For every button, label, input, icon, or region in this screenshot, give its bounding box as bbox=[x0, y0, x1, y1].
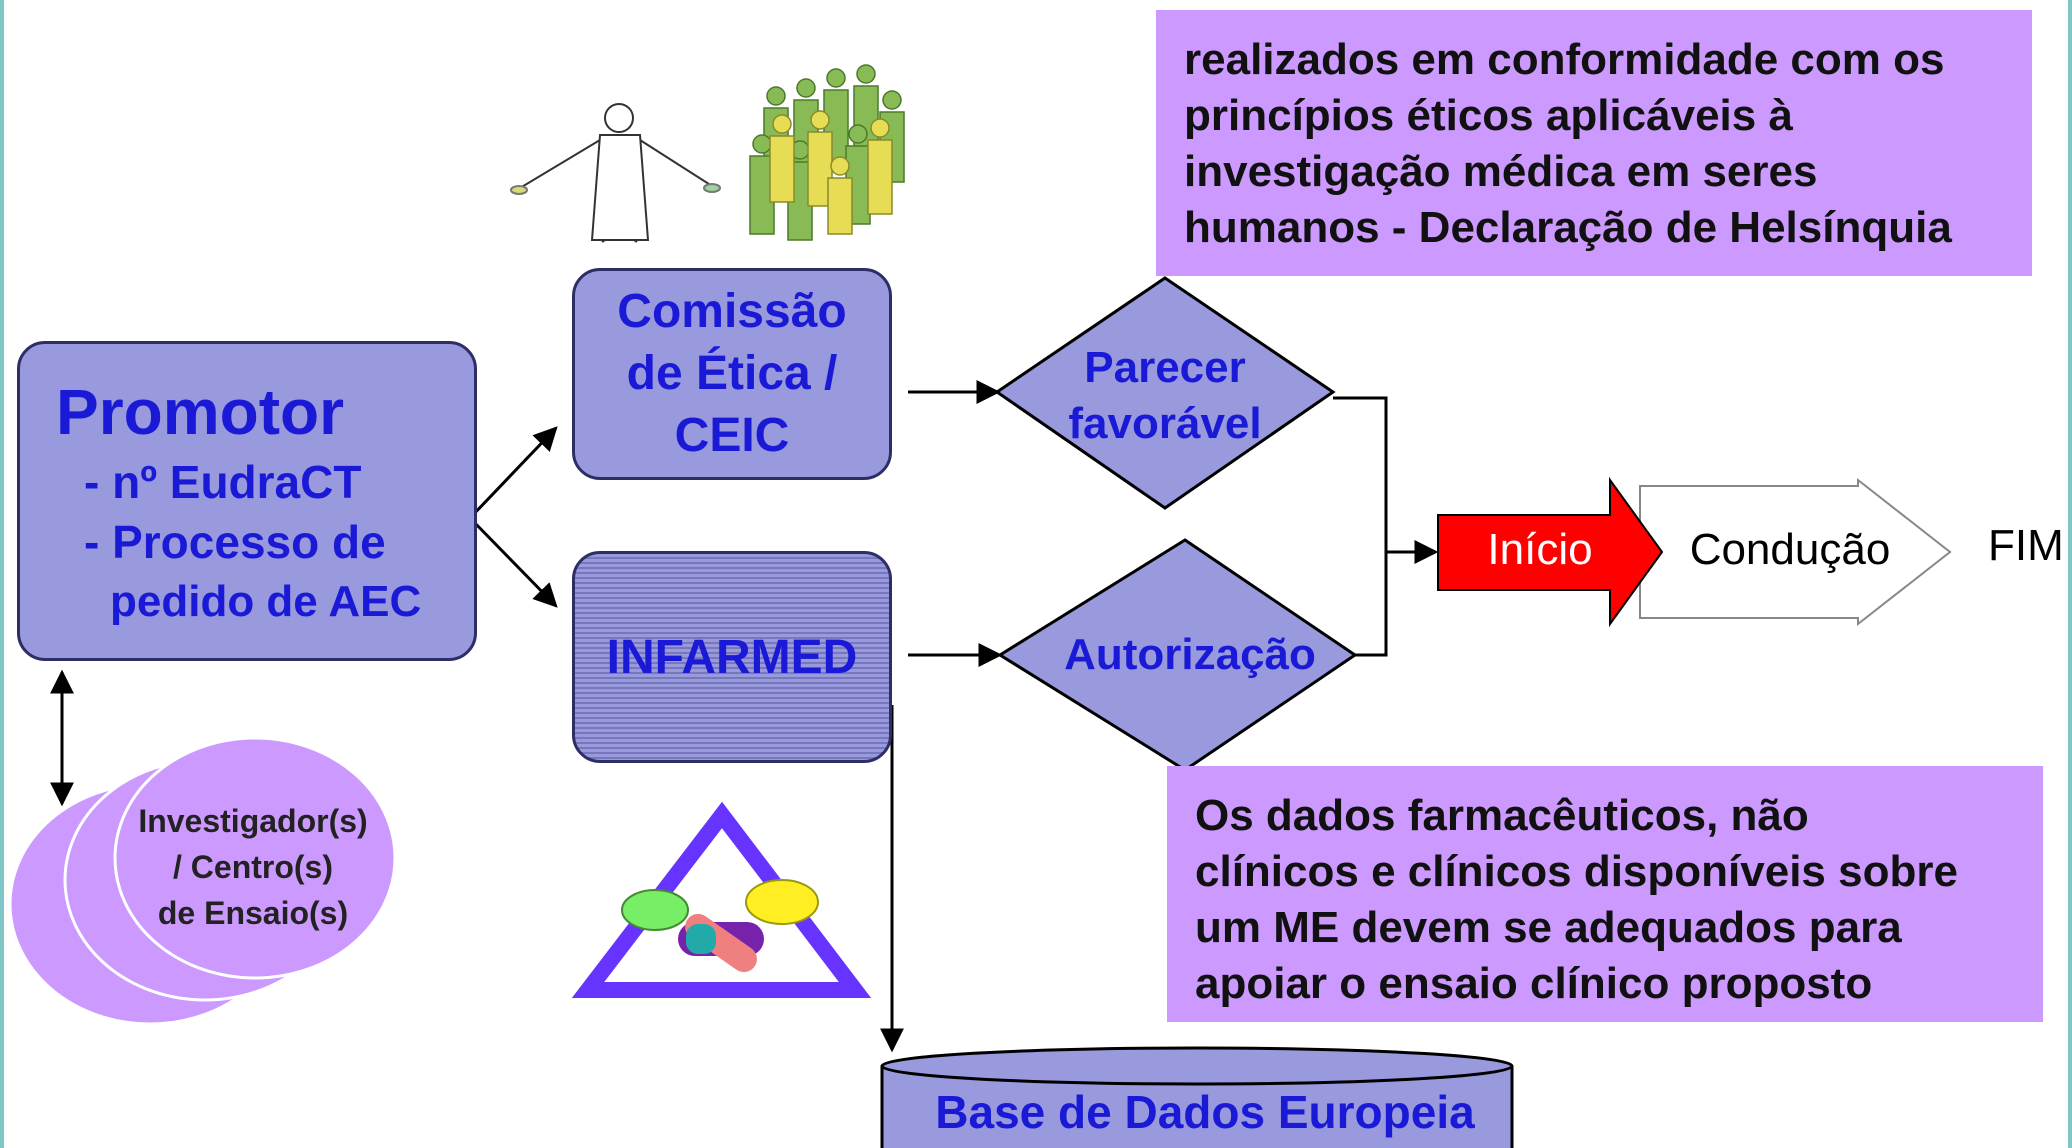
promotor-processo-line: - Processo de bbox=[84, 516, 386, 568]
parecer-line-1: Parecer bbox=[1084, 343, 1246, 392]
helsinki-callout: realizados em conformidade com os princí… bbox=[1156, 10, 2032, 276]
comissao-line-1: Comissão bbox=[617, 285, 847, 338]
crowd-illustration bbox=[749, 64, 905, 241]
database-cylinder bbox=[880, 1046, 1514, 1148]
autorizacao-to-merge bbox=[1355, 552, 1388, 657]
infarmed-label: INFARMED bbox=[606, 630, 858, 684]
callout-bottom-line-4: apoiar o ensaio clínico proposto bbox=[1195, 959, 1873, 1008]
comissao-line-3: CEIC bbox=[674, 409, 790, 462]
investigador-line-3: de Ensaio(s) bbox=[157, 895, 349, 931]
investigador-line-2: / Centro(s) bbox=[173, 849, 333, 885]
comissao-line-2: de Ética / bbox=[626, 347, 838, 400]
callout-top-line-3: investigação médica em seres bbox=[1184, 147, 1818, 196]
parecer-to-merge bbox=[1333, 396, 1388, 552]
autorizacao-label: Autorização bbox=[1064, 630, 1316, 679]
callout-bottom-line-3: um ME devem se adequados para bbox=[1195, 903, 1902, 952]
promotor-eudract-line: - nº EudraCT bbox=[84, 456, 362, 508]
arrow-to-comissao bbox=[468, 426, 558, 520]
fim-label: FIM bbox=[1988, 521, 2064, 570]
arrow-to-infarmed bbox=[468, 516, 558, 608]
callout-top-line-1: realizados em conformidade com os bbox=[1184, 35, 1945, 84]
parecer-label: Parecer favorável bbox=[1040, 340, 1290, 452]
right-edge-stripe bbox=[2068, 0, 2072, 1148]
database-label: Base de Dados Europeia bbox=[935, 1086, 1475, 1138]
comissao-etica-box: Comissão de Ética / CEIC bbox=[572, 268, 892, 480]
callout-bottom-line-1: Os dados farmacêuticos, não bbox=[1195, 791, 1809, 840]
conducao-arrow bbox=[1639, 477, 1952, 627]
promotor-pedido-line: pedido de AEC bbox=[110, 577, 422, 626]
infarmed-box: INFARMED bbox=[572, 551, 892, 763]
investigador-line-1: Investigador(s) bbox=[138, 803, 368, 839]
parecer-diamond bbox=[994, 276, 1336, 510]
inicio-arrow bbox=[1437, 476, 1664, 628]
circle-front bbox=[113, 736, 397, 980]
investigador-label: Investigador(s) / Centro(s) de Ensaio(s) bbox=[118, 798, 388, 936]
left-edge-stripe bbox=[0, 0, 4, 1148]
pills-triangle-logo bbox=[571, 801, 872, 998]
callout-bottom-line-2: clínicos e clínicos disponíveis sobre bbox=[1195, 847, 1958, 896]
callout-top-line-2: princípios éticos aplicáveis à bbox=[1184, 91, 1793, 140]
pharma-data-callout: Os dados farmacêuticos, não clínicos e c… bbox=[1167, 766, 2043, 1022]
conducao-label: Condução bbox=[1689, 525, 1891, 574]
parecer-line-2: favorável bbox=[1068, 399, 1262, 448]
investigator-circles bbox=[8, 736, 397, 1026]
doctor-illustration bbox=[510, 103, 721, 243]
inicio-label: Início bbox=[1487, 525, 1593, 574]
promotor-box: Promotor - nº EudraCT - Processo de pedi… bbox=[17, 341, 477, 661]
callout-top-line-4: humanos - Declaração de Helsínquia bbox=[1184, 203, 1952, 252]
promotor-title: Promotor bbox=[56, 376, 344, 448]
